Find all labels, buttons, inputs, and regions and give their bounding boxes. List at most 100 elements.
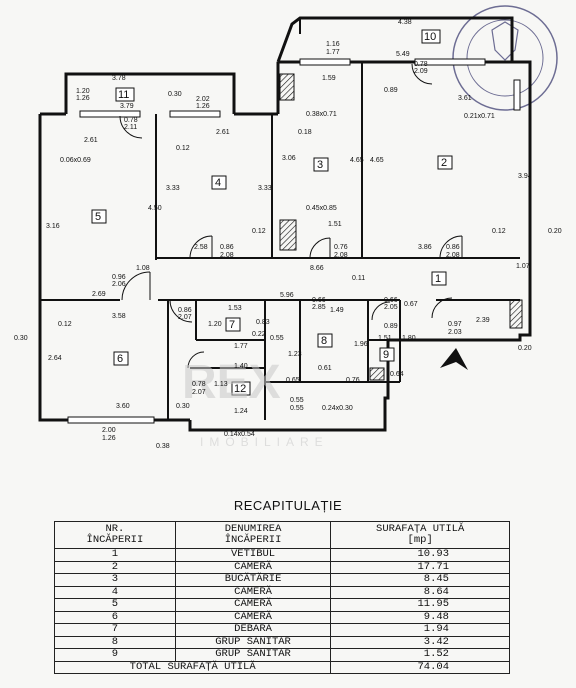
cadastre-stamp — [452, 5, 558, 111]
dimension-label: 1.77 — [234, 343, 248, 350]
dimension-label: 0.20 — [548, 228, 562, 235]
dimension-label: 2.61 — [216, 129, 230, 136]
dimension-label: 0.30 — [176, 403, 190, 410]
dimension-label: 2.00 — [102, 427, 116, 434]
dimension-label: 1.80 — [402, 335, 416, 342]
dimension-label: 2.58 — [194, 244, 208, 251]
room-label-3: 3 — [313, 157, 329, 172]
dimension-label: 1.59 — [322, 75, 336, 82]
dimension-label: 0.12 — [252, 228, 266, 235]
dimension-label: 2.07 — [192, 389, 206, 396]
dimension-label: 1.20 — [208, 321, 222, 328]
dimension-label: 2.02 — [196, 96, 210, 103]
dimension-label: 2.05 — [384, 304, 398, 311]
dimension-label: 2.39 — [476, 317, 490, 324]
dimension-label: 1.20 — [76, 88, 90, 95]
dimension-label: 0.55 — [290, 405, 304, 412]
dimension-label: 0.38 — [156, 443, 170, 450]
dimension-label: 1.26 — [102, 435, 116, 442]
dimension-label: 4.38 — [398, 19, 412, 26]
dimension-label: 2.03 — [448, 329, 462, 336]
header-area: SURAFAȚA UTILĂ[mp] — [330, 521, 510, 549]
room-label-5: 5 — [91, 209, 107, 224]
north-arrow-icon — [440, 348, 468, 370]
floor-plan: 1 2 3 4 5 6 7 8 9 10 11 12 REX IMOBILIAR… — [14, 5, 562, 450]
dimension-label: 0.97 — [448, 321, 462, 328]
dimension-label: 0.06x0.69 — [60, 157, 91, 164]
svg-text:5: 5 — [95, 211, 101, 223]
windows — [67, 58, 521, 424]
room-label-8: 8 — [317, 333, 333, 348]
svg-text:REX: REX — [182, 356, 281, 409]
dimension-label: 2.09 — [414, 68, 428, 75]
svg-text:8: 8 — [321, 335, 327, 347]
dimension-label: 0.64 — [390, 371, 404, 378]
dimension-label: 2.07 — [178, 314, 192, 321]
watermark: REX IMOBILIARE — [182, 356, 323, 449]
dimension-label: 0.66 — [384, 297, 398, 304]
dimension-label: 0.96 — [112, 274, 126, 281]
dimension-label: 1.26 — [76, 95, 90, 102]
dimension-label: 2.85 — [312, 304, 326, 311]
dimension-label: 1.16 — [326, 41, 340, 48]
dimension-label: 3.79 — [120, 103, 134, 110]
dimension-label: 3.16 — [46, 223, 60, 230]
dimension-label: 1.08 — [136, 265, 150, 272]
dimension-label: 0.65 — [286, 377, 300, 384]
svg-text:9: 9 — [383, 349, 389, 361]
room-label-6: 6 — [113, 351, 129, 366]
dimension-label: 5.96 — [280, 292, 294, 299]
dimension-label: 3.33 — [258, 185, 272, 192]
dimension-label: 0.55 — [270, 335, 284, 342]
dimension-label: 2.08 — [334, 252, 348, 259]
svg-text:11: 11 — [118, 89, 129, 101]
dimension-label: 0.86 — [220, 244, 234, 251]
dimension-label: 1.26 — [196, 103, 210, 110]
dimension-label: 2.69 — [92, 291, 106, 298]
dimension-label: 4.65 — [350, 157, 364, 164]
dimension-label: 0.78 — [414, 61, 428, 68]
dimension-label: 2.64 — [48, 355, 62, 362]
room-label-9: 9 — [379, 347, 395, 362]
dimension-label: 0.78 — [192, 381, 206, 388]
dimension-label: 2.61 — [84, 137, 98, 144]
svg-text:10: 10 — [424, 31, 436, 43]
dimension-label: 8.66 — [310, 265, 324, 272]
dimension-label: 1.40 — [234, 363, 248, 370]
dimension-label: 0.89 — [384, 87, 398, 94]
dimension-label: 1.23 — [288, 351, 302, 358]
interior-walls — [40, 18, 520, 420]
room-label-1: 1 — [431, 271, 447, 286]
dimension-label: 0.12 — [492, 228, 506, 235]
dimension-label: 0.55 — [290, 397, 304, 404]
svg-text:6: 6 — [117, 353, 123, 365]
dimension-label: 3.86 — [418, 244, 432, 251]
dimension-label: 0.76 — [346, 377, 360, 384]
dimension-label: 0.12 — [58, 321, 72, 328]
dimension-label: 0.89 — [384, 323, 398, 330]
dimension-label: 0.61 — [318, 365, 332, 372]
dimension-label: 0.21x0.71 — [464, 113, 495, 120]
dimension-label: 1.53 — [228, 305, 242, 312]
svg-text:7: 7 — [229, 319, 235, 331]
room-label-12: 12 — [231, 381, 251, 396]
dimension-label: 0.22 — [252, 331, 266, 338]
room-label-11: 11 — [115, 87, 135, 102]
dimension-label: 1.77 — [326, 49, 340, 56]
dimension-label: 0.78 — [124, 117, 138, 124]
svg-text:1: 1 — [435, 273, 441, 285]
dimension-label: 1.07 — [516, 263, 530, 270]
dimension-label: 0.38x0.71 — [306, 111, 337, 118]
svg-text:12: 12 — [234, 383, 246, 395]
dimension-label: 3.60 — [116, 403, 130, 410]
dimension-label: 5.49 — [396, 51, 410, 58]
